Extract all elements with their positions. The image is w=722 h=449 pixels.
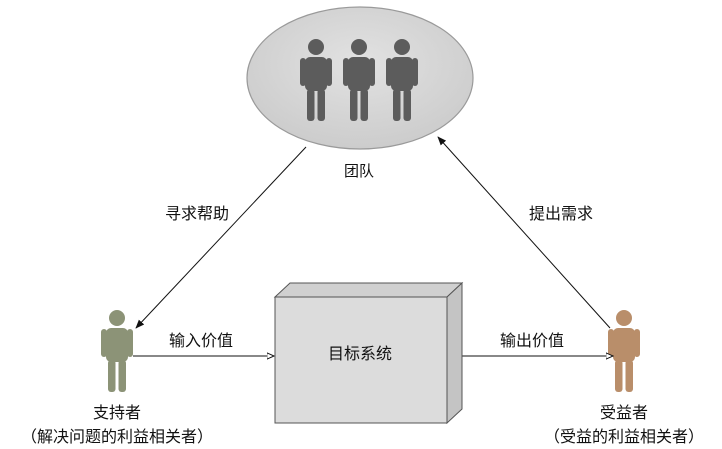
supporter-label: 支持者 bbox=[93, 403, 141, 422]
arrow-raise-demand bbox=[437, 136, 611, 329]
system-label: 目标系统 bbox=[328, 344, 392, 363]
edge-system-to-beneficiary: 输出价值 bbox=[446, 331, 613, 356]
supporter-person-icon bbox=[101, 310, 133, 392]
arrow-seek-help bbox=[135, 146, 307, 329]
system-box-side bbox=[446, 281, 463, 425]
beneficiary-label: 受益者 bbox=[600, 403, 648, 422]
edge-label-seek-help: 寻求帮助 bbox=[165, 204, 229, 223]
edge-team-to-supporter: 寻求帮助 bbox=[135, 146, 307, 329]
beneficiary-person-icon bbox=[608, 310, 640, 392]
edge-label-raise-demand: 提出需求 bbox=[529, 204, 593, 223]
beneficiary-node: 受益者 （受益的利益相关者） bbox=[544, 310, 704, 446]
edge-supporter-to-system: 输入价值 bbox=[133, 331, 274, 356]
edge-label-output-value: 输出价值 bbox=[500, 331, 564, 350]
system-box-front bbox=[274, 296, 448, 424]
supporter-sublabel: （解决问题的利益相关者） bbox=[21, 427, 213, 446]
team-node: 团队 bbox=[246, 6, 474, 180]
system-box-top bbox=[273, 282, 464, 298]
beneficiary-sublabel: （受益的利益相关者） bbox=[544, 427, 704, 446]
supporter-node: 支持者 （解决问题的利益相关者） bbox=[21, 310, 213, 446]
team-label: 团队 bbox=[344, 162, 374, 180]
edge-beneficiary-to-team: 提出需求 bbox=[437, 136, 611, 329]
edge-label-input-value: 输入价值 bbox=[169, 331, 233, 350]
target-system-node: 目标系统 bbox=[273, 281, 464, 425]
